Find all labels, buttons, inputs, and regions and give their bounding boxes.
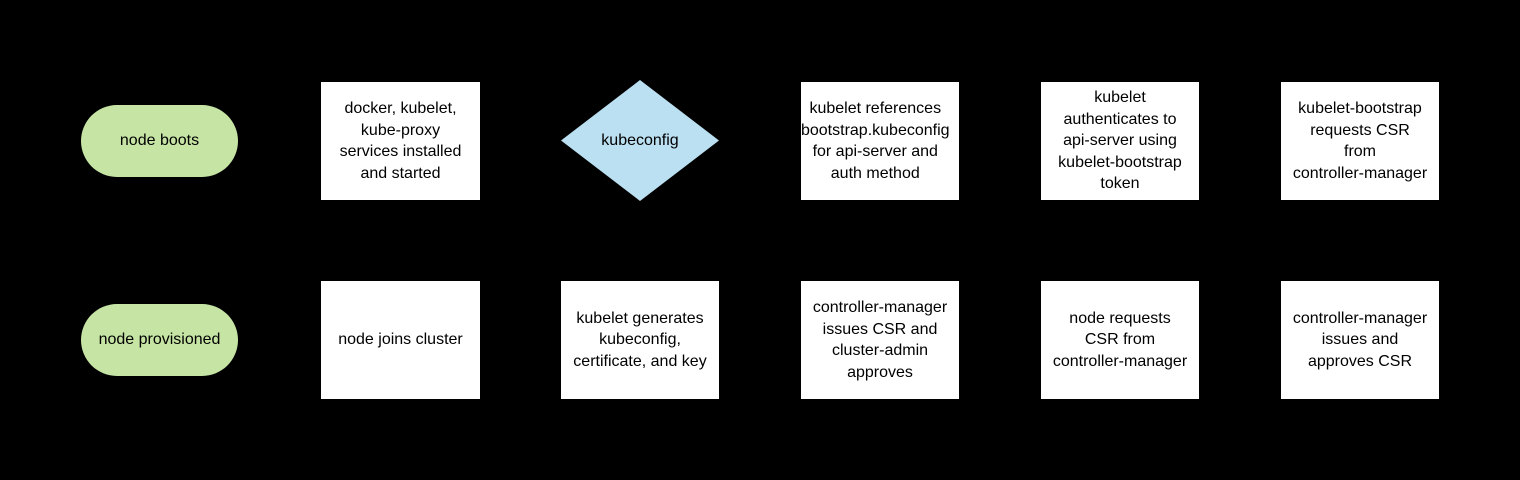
node-label-node-provisioned: node provisioned — [98, 331, 221, 349]
node-controller-manager-issues-approves[interactable]: controller-manager issues and approves C… — [1281, 281, 1439, 399]
node-label-node-boots: node boots — [119, 132, 200, 150]
node-label-controller-manager-issues-csr: controller-manager issues CSR and cluste… — [812, 299, 948, 381]
node-node-joins-cluster[interactable]: node joins cluster — [321, 281, 480, 399]
node-label-controller-manager-issues-approves: controller-manager issues and approves C… — [1292, 309, 1428, 370]
node-kubelet-generates[interactable]: kubelet generates kubeconfig, certificat… — [561, 281, 719, 399]
node-label-services-installed: docker, kubelet, kube-proxy services ins… — [339, 100, 462, 182]
node-label-kubelet-bootstrap-requests-csr: kubelet-bootstrap requests CSR from cont… — [1292, 100, 1428, 182]
node-label-node-requests-csr: node requests CSR from controller-manage… — [1052, 309, 1188, 370]
node-node-boots[interactable]: node boots — [81, 105, 238, 177]
node-label-kubelet-authenticates: kubelet authenticates to api-server usin… — [1058, 89, 1182, 193]
node-kubelet-authenticates[interactable]: kubelet authenticates to api-server usin… — [1041, 82, 1199, 200]
node-kubelet-references-bootstrap[interactable]: kubelet references bootstrap.kubeconfig … — [801, 82, 959, 200]
node-label-node-joins-cluster: node joins cluster — [338, 331, 463, 349]
node-controller-manager-issues-csr[interactable]: controller-manager issues CSR and cluste… — [801, 281, 959, 399]
node-label-kubelet-references-bootstrap: kubelet references bootstrap.kubeconfig … — [800, 100, 950, 182]
node-label-kubeconfig: kubeconfig — [601, 131, 679, 149]
node-node-requests-csr[interactable]: node requests CSR from controller-manage… — [1041, 281, 1199, 399]
node-services-installed[interactable]: docker, kubelet, kube-proxy services ins… — [321, 82, 480, 200]
node-kubeconfig[interactable]: kubeconfig — [561, 80, 719, 201]
node-node-provisioned[interactable]: node provisioned — [81, 304, 238, 376]
node-label-kubelet-generates: kubelet generates kubeconfig, certificat… — [573, 309, 707, 370]
node-kubelet-bootstrap-requests-csr[interactable]: kubelet-bootstrap requests CSR from cont… — [1281, 82, 1439, 200]
